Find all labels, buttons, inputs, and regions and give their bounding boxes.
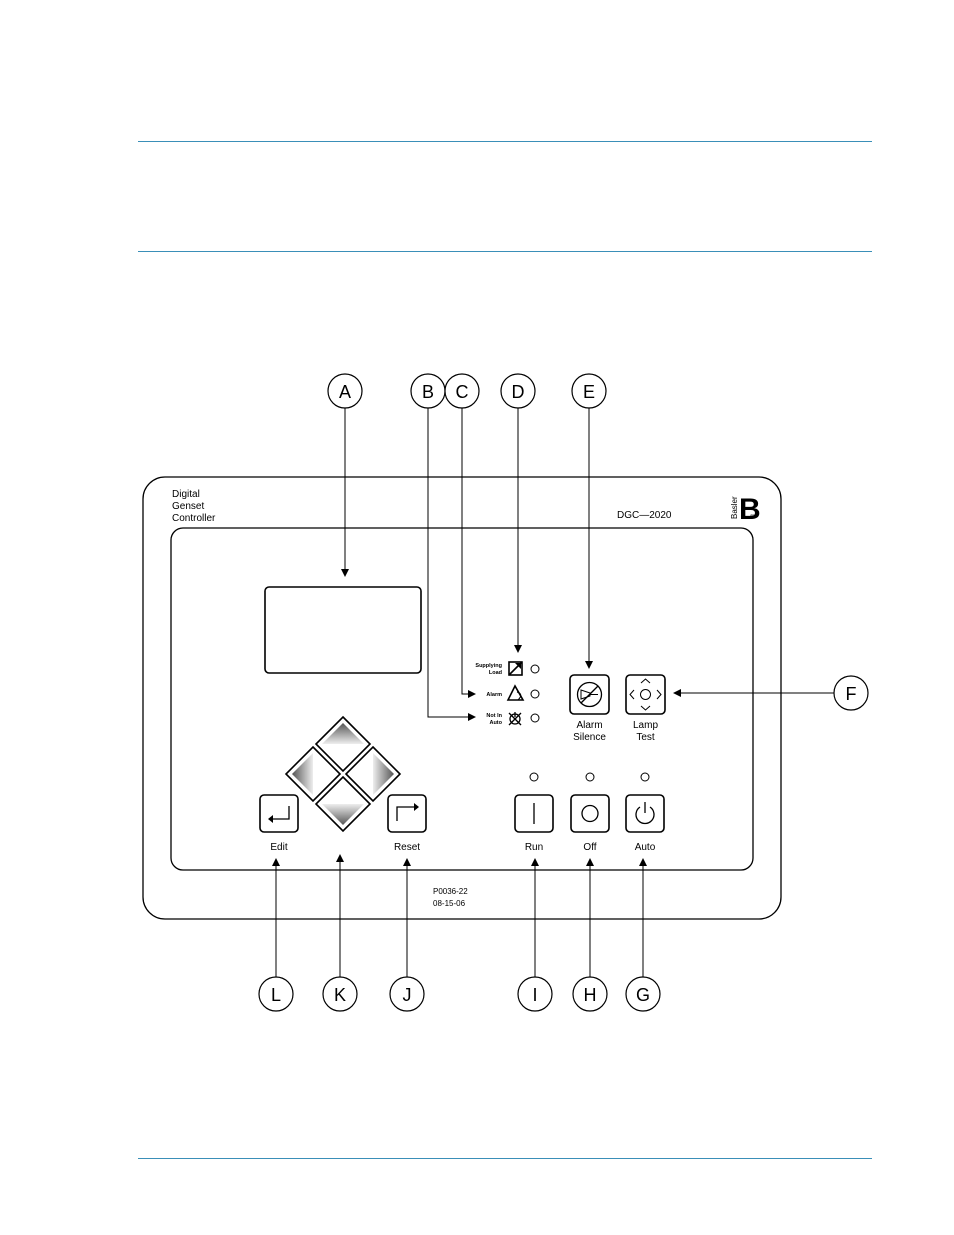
alarm-led — [530, 689, 540, 699]
not-in-auto-led — [530, 713, 540, 723]
callout-g: G — [625, 976, 661, 1012]
edit-label: Edit — [270, 842, 287, 853]
left-arrow-key[interactable] — [284, 745, 342, 803]
svg-text:L: L — [271, 985, 281, 1005]
svg-text:C: C — [456, 382, 469, 402]
svg-text:E: E — [583, 382, 595, 402]
model-label: DGC—2020 — [617, 510, 672, 521]
power-icon — [635, 802, 655, 825]
callout-j: J — [389, 976, 425, 1012]
supplying-load-icon — [508, 661, 523, 676]
lamp-test-button[interactable] — [625, 674, 666, 715]
indicator-label-alarm: Alarm — [486, 692, 502, 698]
callout-e: E — [571, 373, 607, 409]
callout-a: A — [327, 373, 363, 409]
indicator-not-in-auto: Not In Auto — [486, 712, 540, 726]
indicator-supplying-load: Supplying Load — [475, 661, 540, 676]
panel-heading-line-1: Digital — [172, 489, 200, 500]
off-led — [585, 772, 595, 782]
down-arrow-key[interactable] — [314, 775, 372, 833]
enter-icon — [268, 806, 290, 823]
callout-d: D — [500, 373, 536, 409]
header-rule — [138, 251, 872, 252]
auto-led — [640, 772, 650, 782]
auto-button[interactable] — [625, 794, 665, 833]
svg-text:J: J — [403, 985, 412, 1005]
drawing-number: P0036-22 — [433, 887, 468, 896]
callout-c: C — [444, 373, 480, 409]
off-label: Off — [583, 842, 596, 853]
callout-b: B — [410, 373, 446, 409]
lamp-test-icon — [629, 678, 662, 711]
lcd-display — [264, 586, 422, 674]
svg-text:G: G — [636, 985, 650, 1005]
alarm-triangle-icon — [506, 684, 525, 701]
svg-text:D: D — [512, 382, 525, 402]
top-rule — [138, 141, 872, 142]
footer-rule — [138, 1158, 872, 1159]
drawing-date: 08-15-06 — [433, 899, 466, 908]
callout-l: L — [258, 976, 294, 1012]
lamp-test-label-2: Test — [636, 732, 655, 743]
panel-heading-line-3: Controller — [172, 513, 216, 524]
callout-i: I — [517, 976, 553, 1012]
not-in-auto-icon — [508, 712, 522, 726]
reset-label: Reset — [394, 842, 420, 853]
up-arrow-key[interactable] — [314, 715, 372, 773]
indicator-label-load: Load — [489, 670, 502, 676]
svg-text:I: I — [532, 985, 537, 1005]
run-label: Run — [525, 842, 543, 853]
edit-button[interactable] — [259, 794, 299, 833]
svg-text:A: A — [339, 382, 351, 402]
indicator-label-supplying: Supplying — [475, 663, 502, 669]
off-button[interactable] — [570, 794, 610, 833]
alarm-silence-button[interactable] — [569, 674, 610, 715]
brand-mark: B — [739, 493, 761, 526]
callout-f: F — [833, 675, 869, 711]
indicator-label-auto: Auto — [489, 720, 502, 726]
reset-button[interactable] — [387, 794, 427, 833]
trademark: ® — [750, 514, 755, 521]
indicator-label-not-in: Not In — [486, 713, 502, 719]
basler-logo: Basler B ® — [730, 493, 761, 526]
alarm-silence-label-1: Alarm — [576, 720, 602, 731]
svg-text:H: H — [584, 985, 597, 1005]
navigation-keypad — [284, 715, 402, 833]
right-arrow-key[interactable] — [344, 745, 402, 803]
svg-text:F: F — [846, 684, 857, 704]
run-led — [529, 772, 539, 782]
run-button[interactable] — [514, 794, 554, 833]
supplying-load-led — [530, 664, 540, 674]
leader-b — [427, 408, 476, 721]
leader-c — [461, 408, 476, 698]
brand-text: Basler — [730, 496, 739, 519]
callout-h: H — [572, 976, 608, 1012]
callout-k: K — [322, 976, 358, 1012]
callout-leaders — [272, 408, 834, 977]
indicator-alarm: Alarm — [486, 684, 540, 701]
svg-text:B: B — [422, 382, 434, 402]
auto-label: Auto — [635, 842, 656, 853]
alarm-silence-label-2: Silence — [573, 732, 606, 743]
horn-muted-icon — [576, 681, 603, 708]
panel-heading-line-2: Genset — [172, 501, 204, 512]
svg-text:K: K — [334, 985, 346, 1005]
reset-icon — [396, 803, 419, 821]
lamp-test-label-1: Lamp — [633, 720, 658, 731]
off-icon — [581, 804, 599, 823]
